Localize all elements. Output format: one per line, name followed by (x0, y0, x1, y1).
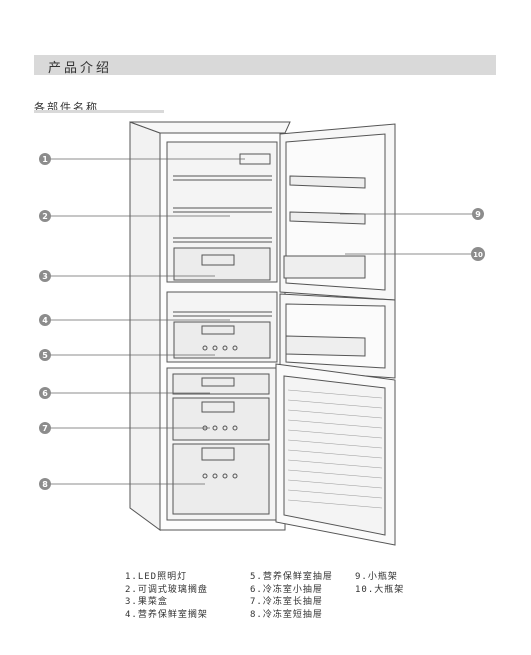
legend-column-2: 5.营养保鲜室抽屉 6.冷冻室小抽屉 7.冷冻室长抽屉 8.冷冻室短抽屉 (250, 571, 333, 621)
crisper-drawer (173, 247, 271, 281)
section-header-bar: 产品介绍 (34, 55, 496, 76)
legend-item: 4.营养保鲜室搁架 (125, 609, 208, 620)
callout-4-label: 4 (42, 316, 48, 325)
legend-item: 9.小瓶架 (355, 572, 398, 582)
legend-item: 8.冷冻室短抽屉 (250, 609, 323, 620)
section-header-title: 产品介绍 (48, 61, 113, 76)
callout-3-marker (39, 270, 51, 282)
legend-item: 2.可调式玻璃搁盘 (125, 584, 208, 595)
callout-6-marker (39, 387, 51, 399)
subheading-underline (34, 110, 164, 113)
callout-9-marker (472, 208, 484, 220)
callout-8-marker (39, 478, 51, 490)
large-bottle-rack (283, 255, 366, 279)
freezer-small-drawer (172, 373, 270, 395)
freezer-long-drawer (172, 397, 270, 441)
fresh-drawer (173, 321, 271, 359)
callout-9-label: 9 (475, 210, 481, 219)
callout-4-marker (39, 314, 51, 326)
cabinet-side (129, 121, 161, 531)
callout-2-marker (39, 210, 51, 222)
legend-column-1: 1.LED照明灯 2.可调式玻璃搁盘 3.果菜盒 4.营养保鲜室搁架 (125, 571, 208, 621)
callout-8-label: 8 (42, 480, 48, 489)
legend-item: 6.冷冻室小抽屉 (250, 584, 323, 595)
callout-5-marker (39, 349, 51, 361)
legend-item: 1.LED照明灯 (125, 572, 188, 582)
legend-column-3: 9.小瓶架 10.大瓶架 (355, 571, 404, 596)
callout-1-marker (39, 153, 51, 165)
callout-3-label: 3 (42, 272, 48, 281)
callout-5-label: 5 (42, 351, 48, 360)
callout-7-label: 7 (42, 424, 48, 433)
legend-item: 3.果菜盒 (125, 597, 168, 607)
legend-item: 10.大瓶架 (355, 584, 405, 595)
callout-6-label: 6 (42, 389, 48, 398)
freezer-short-drawer (172, 443, 270, 515)
callout-7-marker (39, 422, 51, 434)
callout-10-label: 10 (473, 251, 483, 259)
legend-item: 7.冷冻室长抽屉 (250, 597, 323, 607)
legend-item: 5.营养保鲜室抽屉 (250, 572, 333, 582)
callout-10-marker (471, 247, 485, 261)
callout-2-label: 2 (42, 212, 48, 221)
callout-1-label: 1 (42, 155, 48, 164)
